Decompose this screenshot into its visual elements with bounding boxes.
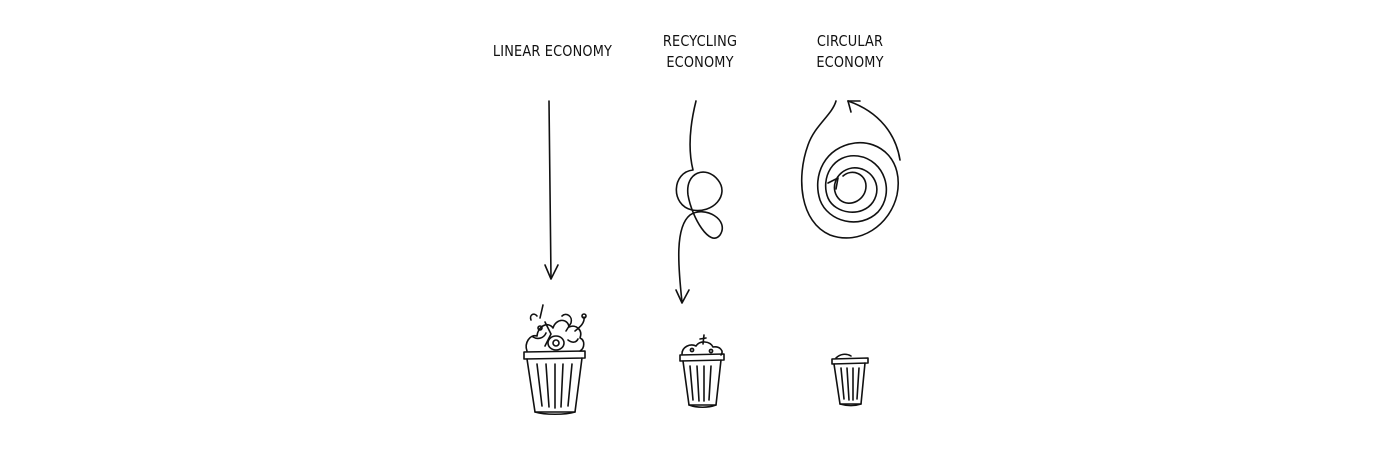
straight-arrow-icon <box>545 101 558 279</box>
half-full-trash-bin-icon <box>680 335 724 407</box>
overflowing-trash-bin-icon <box>524 305 586 414</box>
looped-arrow-icon <box>676 101 722 303</box>
nearly-empty-trash-bin-icon <box>832 354 868 405</box>
circular-spiral-arrow-icon <box>802 101 900 238</box>
